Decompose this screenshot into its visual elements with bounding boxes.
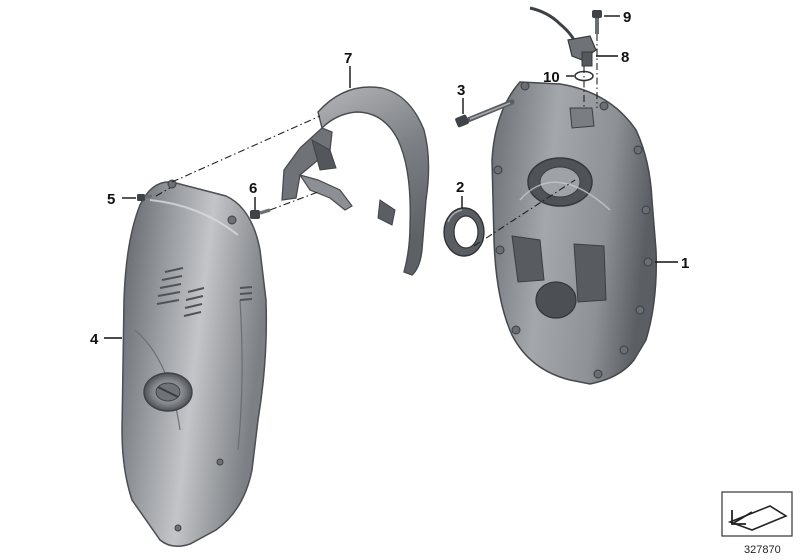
reference-number: 327870: [744, 544, 781, 556]
callout-4: 4: [90, 331, 99, 348]
part-5-screw: [137, 194, 153, 201]
callout-7: 7: [344, 50, 352, 67]
part-3-bolt: [455, 99, 515, 128]
callout-10: 10: [543, 69, 560, 86]
part-2-shaft-seal: [443, 207, 485, 257]
callout-6: 6: [249, 180, 257, 197]
callout-8: 8: [621, 49, 629, 66]
callout-9: 9: [623, 9, 631, 26]
callout-5: 5: [107, 191, 115, 208]
housing-bolt-bosses: [493, 81, 653, 379]
part-6-screw: [250, 208, 271, 219]
part-1-housing-cover: [491, 81, 658, 385]
callout-2: 2: [456, 179, 464, 196]
alignment-lines: [155, 34, 598, 247]
callout-leaders: [104, 15, 678, 339]
callout-3: 3: [457, 82, 465, 99]
part-7-belt-guard: [281, 86, 430, 276]
callout-1: 1: [681, 255, 689, 272]
parts-catalog-arrow-icon: [727, 505, 788, 531]
catalog-reference-box: 327870: [721, 491, 793, 556]
cover-vent-slots: [156, 267, 253, 317]
part-9-bolt: [592, 10, 602, 34]
cover-round-boss: [143, 372, 193, 412]
part-4-outer-cover: [121, 179, 268, 547]
part-8-sensor-with-cable: [529, 6, 597, 67]
